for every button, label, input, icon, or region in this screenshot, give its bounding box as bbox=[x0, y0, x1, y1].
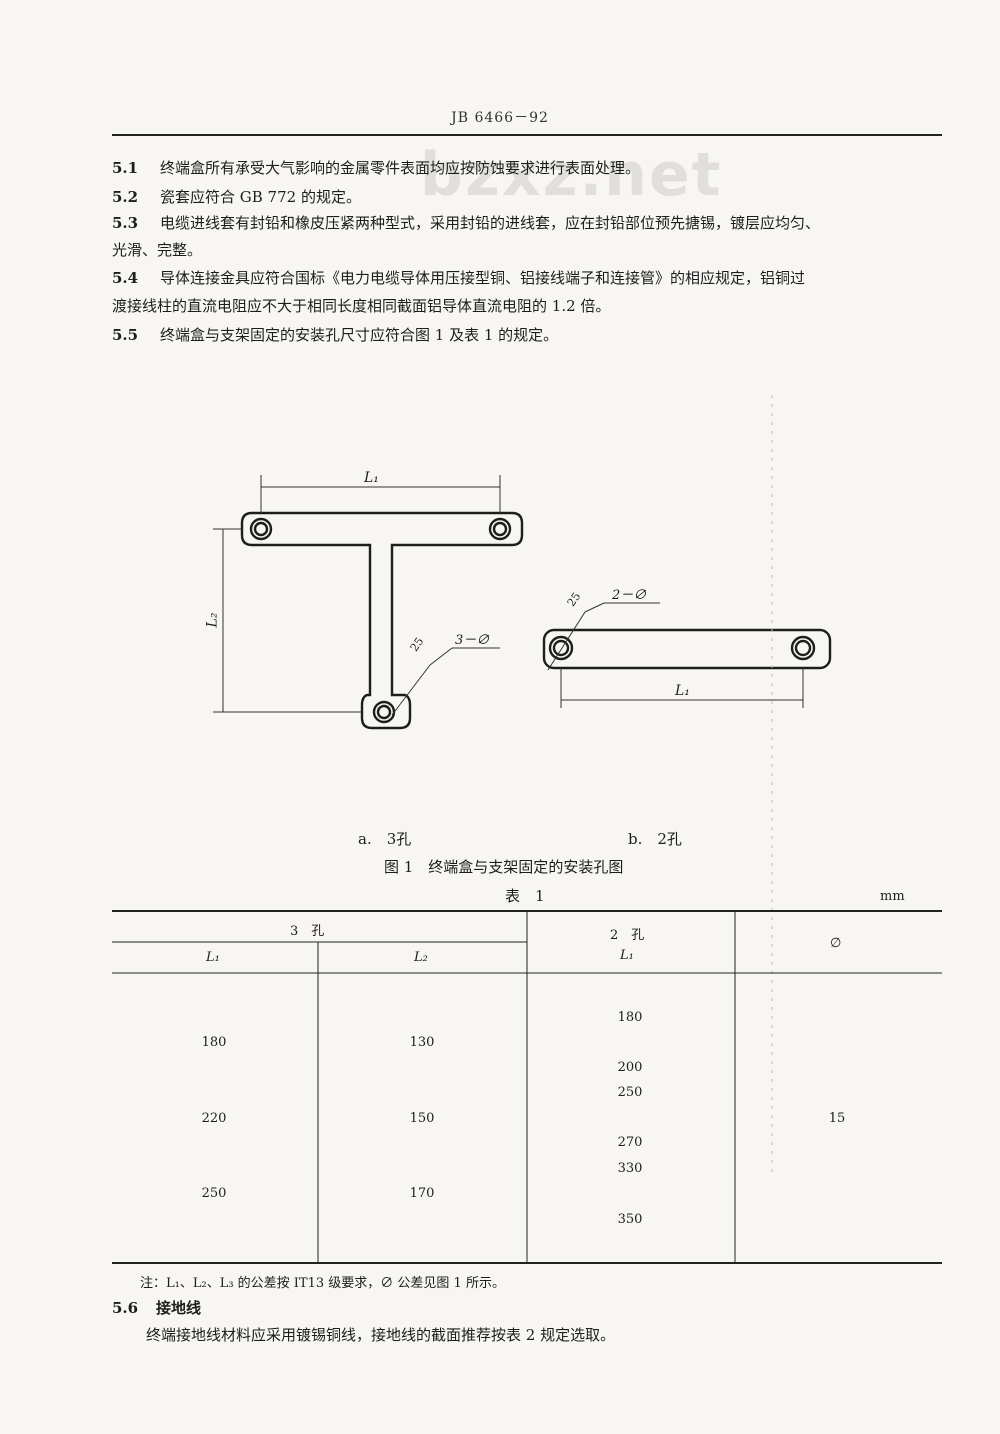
table-cell: 350 bbox=[617, 1212, 643, 1227]
table-cell: 200 bbox=[617, 1060, 643, 1075]
subfigure-label-b: b. 2孔 bbox=[628, 830, 682, 848]
section-5-6-text: 终端接地线材料应采用镀锡铜线，接地线的截面推荐按表 2 规定选取。 bbox=[146, 1326, 616, 1344]
hole-icon bbox=[488, 517, 512, 541]
table-unit: mm bbox=[880, 889, 905, 904]
header-3-hole: 3 孔 bbox=[290, 924, 325, 939]
table-cell: 330 bbox=[617, 1161, 643, 1176]
table-cell: 170 bbox=[409, 1186, 435, 1201]
hole-label-a: 3－∅ bbox=[455, 633, 490, 648]
hole-icon bbox=[492, 521, 508, 537]
hole-icon bbox=[249, 517, 273, 541]
header-l1: L₁ bbox=[206, 950, 220, 965]
t-bracket-outline bbox=[240, 511, 524, 730]
figure-caption: 图 1 终端盒与支架固定的安装孔图 bbox=[384, 858, 624, 876]
dim-label-l2: L₂ bbox=[204, 612, 221, 628]
hole-icon bbox=[548, 635, 574, 661]
hole-icon bbox=[794, 639, 812, 657]
header-l1-2hole: L₁ bbox=[620, 948, 634, 963]
table-cell: 250 bbox=[617, 1085, 643, 1100]
hole-icon bbox=[376, 704, 392, 720]
table-cell: 180 bbox=[201, 1035, 227, 1050]
hole-label-b: 2－∅ bbox=[612, 588, 647, 603]
clause-5-4-cont: 渡接线柱的直流电阻应不大于相同长度相同截面铝导体直流电阻的 1.2 倍。 bbox=[112, 297, 611, 315]
table-cell: 220 bbox=[201, 1111, 227, 1126]
watermark: bzxz.net bbox=[420, 140, 723, 210]
table-cell: 270 bbox=[617, 1135, 643, 1150]
table-cell: 150 bbox=[409, 1111, 435, 1126]
table-cell: 130 bbox=[409, 1035, 435, 1050]
table-cell: 15 bbox=[828, 1111, 846, 1126]
header-l2: L₂ bbox=[414, 950, 428, 965]
table-cell: 250 bbox=[201, 1186, 227, 1201]
standard-number: JB 6466－92 bbox=[451, 110, 549, 126]
dim-label-l1-b: L₁ bbox=[675, 683, 690, 699]
bar-bracket-outline bbox=[542, 628, 832, 670]
table-cell: 180 bbox=[617, 1010, 643, 1025]
table-note: 注：L₁、L₂、L₃ 的公差按 IT13 级要求，∅ 公差见图 1 所示。 bbox=[140, 1276, 505, 1291]
subfigure-label-a: a. 3孔 bbox=[358, 830, 412, 848]
hole-icon bbox=[790, 635, 816, 661]
header-rule bbox=[112, 134, 942, 136]
header-phi: ∅ bbox=[830, 936, 842, 951]
hole-icon bbox=[552, 639, 570, 657]
hole-icon bbox=[253, 521, 269, 537]
header-2-hole: 2 孔 bbox=[610, 928, 645, 943]
table-title: 表 1 bbox=[505, 887, 545, 905]
clause-5-3-cont: 光滑、完整。 bbox=[112, 241, 203, 259]
dim-label-l1-a: L₁ bbox=[364, 470, 379, 486]
